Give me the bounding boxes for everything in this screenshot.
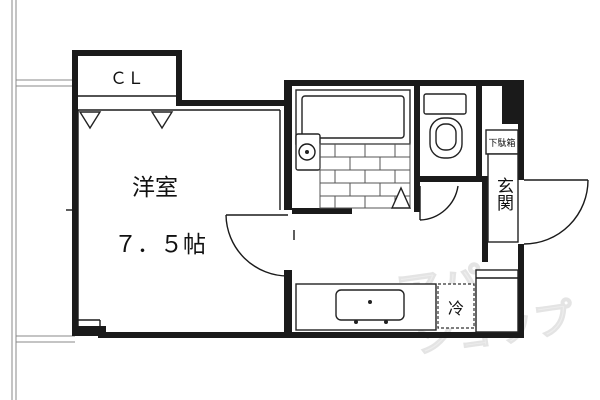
closet-label: ＣＬ — [110, 69, 144, 89]
toilet — [423, 93, 467, 159]
closet-door-left — [78, 111, 102, 130]
entrance-door-swing — [523, 179, 589, 245]
bedroom-door-swing — [225, 214, 289, 277]
tiled-floor — [319, 143, 411, 209]
bath-door — [390, 186, 412, 209]
toilet-door-swing — [419, 185, 459, 221]
exterior-edge-lines — [11, 0, 75, 400]
entrance-label: 玄関 — [493, 177, 513, 211]
room-name-label: 洋室 — [132, 175, 178, 201]
storage-box — [475, 269, 519, 333]
bedroom-inner-lines — [77, 109, 281, 332]
shoe-box-label: 下駄箱 — [488, 137, 515, 149]
fridge-label: 冷 — [448, 299, 464, 318]
walls — [72, 50, 524, 338]
room-size-label: ７．５帖 — [114, 232, 206, 258]
closet-door-right — [150, 111, 174, 130]
entrance-area — [487, 153, 519, 243]
fridge-space — [437, 283, 475, 329]
closet — [78, 95, 176, 130]
sink — [335, 289, 405, 321]
toilet-tank — [423, 93, 467, 115]
kitchen-counter — [295, 283, 437, 331]
bathroom — [295, 89, 412, 209]
